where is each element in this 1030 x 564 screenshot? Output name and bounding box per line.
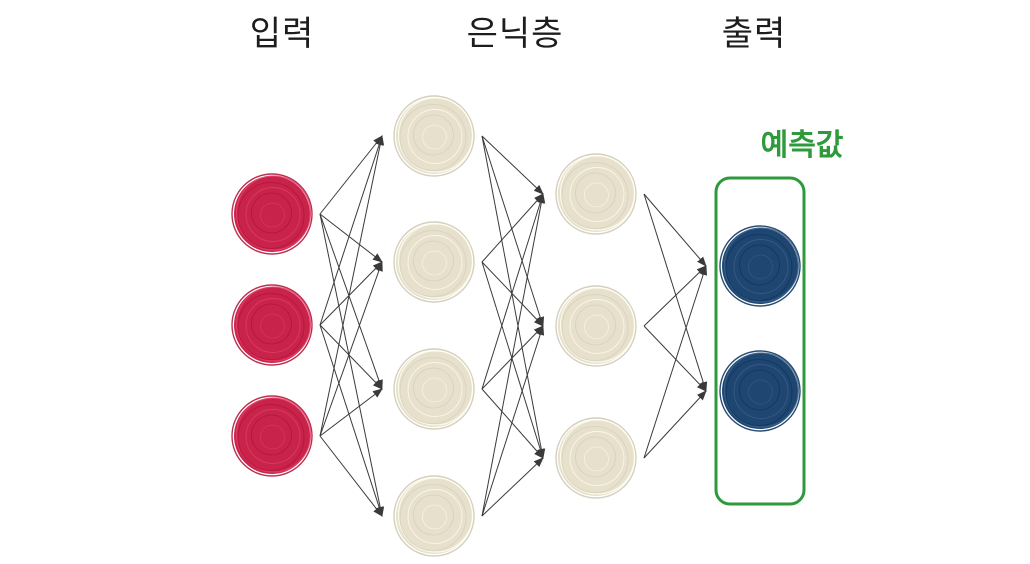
hidden-neuron	[555, 285, 637, 367]
hidden-neuron	[393, 348, 475, 430]
connection-arrow	[481, 135, 544, 195]
connection-arrow	[319, 213, 383, 390]
connection-arrow	[643, 193, 708, 392]
prediction-label: 예측값	[760, 128, 844, 163]
hidden-neuron	[393, 95, 475, 177]
connection-arrow	[643, 265, 707, 327]
connection-arrow	[319, 135, 385, 437]
connection-arrow	[319, 435, 383, 517]
neurons	[231, 95, 801, 557]
connection-arrow	[319, 324, 383, 390]
input-neuron	[231, 173, 313, 255]
connection-arrow	[319, 135, 383, 326]
connections	[319, 135, 708, 517]
connection-arrow	[481, 135, 546, 459]
connection-arrow	[481, 193, 545, 390]
connection-arrow	[481, 261, 544, 327]
output-layer-label: 출력	[721, 14, 787, 54]
hidden-neuron	[393, 475, 475, 557]
connection-arrow	[319, 261, 383, 437]
connection-arrow	[319, 324, 384, 517]
connection-arrow	[319, 135, 383, 215]
output-neuron	[719, 350, 801, 432]
connection-arrow	[481, 457, 544, 517]
hidden-neuron	[555, 153, 637, 235]
connection-arrow	[319, 388, 383, 437]
connection-arrow	[643, 265, 708, 459]
input-neuron	[231, 395, 313, 477]
connection-arrow	[643, 325, 707, 392]
hidden-neuron	[555, 417, 637, 499]
prediction-box	[714, 176, 806, 506]
input-neuron	[231, 284, 313, 366]
connection-arrow	[643, 193, 707, 267]
input-layer-label: 입력	[249, 14, 315, 54]
connection-arrow	[481, 135, 545, 327]
hidden-layer-label: 은닉층	[466, 14, 564, 54]
connection-arrow	[643, 390, 707, 459]
connection-arrow	[481, 325, 545, 517]
connection-arrow	[481, 261, 545, 459]
connection-arrow	[319, 213, 383, 263]
hidden-neuron	[393, 221, 475, 303]
connection-arrow	[319, 213, 385, 517]
connection-arrow	[481, 193, 544, 263]
connection-arrow	[319, 261, 383, 326]
connection-arrow	[481, 193, 546, 517]
connection-arrow	[481, 388, 544, 459]
output-neuron	[719, 225, 801, 307]
